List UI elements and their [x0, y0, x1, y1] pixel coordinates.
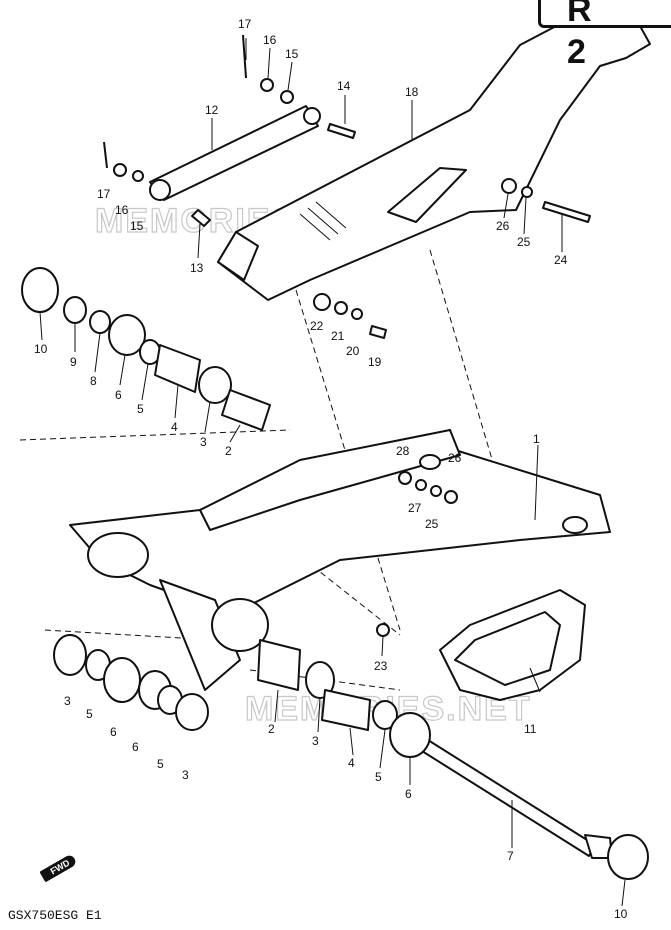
pivot-parts-lower — [53, 634, 649, 880]
callout-6-right: 6 — [405, 787, 412, 801]
callout-17-lower: 17 — [97, 187, 111, 201]
torque-link — [149, 105, 321, 201]
callout-15-upper: 15 — [285, 47, 299, 61]
callout-5-right: 5 — [375, 770, 382, 784]
callout-16-lower: 16 — [115, 203, 129, 217]
callout-5-left: 5 — [86, 707, 93, 721]
callout-5-upper: 5 — [137, 402, 144, 416]
callout-28: 28 — [396, 444, 410, 458]
callout-26-upper: 26 — [496, 219, 510, 233]
callout-22: 22 — [310, 319, 324, 333]
callout-4-lower: 4 — [348, 756, 355, 770]
fasteners — [103, 34, 591, 637]
callout-8: 8 — [90, 374, 97, 388]
callout-6-upper: 6 — [115, 388, 122, 402]
callout-9: 9 — [70, 355, 77, 369]
callout-5-mid: 5 — [157, 757, 164, 771]
callout-6-mid: 6 — [132, 740, 139, 754]
model-code-label: GSX750ESG E1 — [8, 908, 102, 923]
callout-15-lower: 15 — [130, 219, 144, 233]
callout-3-left: 3 — [64, 694, 71, 708]
callout-numbers: 17 16 15 14 18 12 17 16 15 13 26 25 24 2… — [34, 17, 628, 921]
callout-23: 23 — [374, 659, 388, 673]
callout-24: 24 — [554, 253, 568, 267]
callout-25-lower: 25 — [425, 517, 439, 531]
chain-case — [217, 23, 651, 301]
callout-19: 19 — [368, 355, 382, 369]
pivot-parts-left — [21, 267, 271, 431]
callout-21: 21 — [331, 329, 345, 343]
callout-2-lower: 2 — [268, 722, 275, 736]
rear-axle — [413, 734, 613, 859]
swing-arm — [69, 429, 611, 691]
callout-18: 18 — [405, 85, 419, 99]
callout-10-lower: 10 — [614, 907, 628, 921]
callout-16-upper: 16 — [263, 33, 277, 47]
callout-3-right: 3 — [312, 734, 319, 748]
callout-10-upper: 10 — [34, 342, 48, 356]
callout-27: 27 — [408, 501, 422, 515]
callout-12: 12 — [205, 103, 219, 117]
callout-11: 11 — [524, 722, 537, 736]
callout-2-upper: 2 — [225, 444, 232, 458]
callout-4-upper: 4 — [171, 420, 178, 434]
callout-14: 14 — [337, 79, 351, 93]
callout-17-upper: 17 — [238, 17, 252, 31]
callout-25-upper: 25 — [517, 235, 531, 249]
callout-3-mid: 3 — [182, 768, 189, 782]
callout-7: 7 — [507, 849, 514, 863]
page-reference-tag: R 2 — [538, 0, 671, 71]
callout-3-upper: 3 — [200, 435, 207, 449]
callout-20: 20 — [346, 344, 360, 358]
callout-13: 13 — [190, 261, 204, 275]
callout-26-lower: 26 — [448, 451, 462, 465]
chain-guard — [439, 589, 586, 701]
leader-lines — [39, 38, 626, 907]
callout-1: 1 — [533, 432, 540, 446]
callout-6-left: 6 — [110, 725, 117, 739]
